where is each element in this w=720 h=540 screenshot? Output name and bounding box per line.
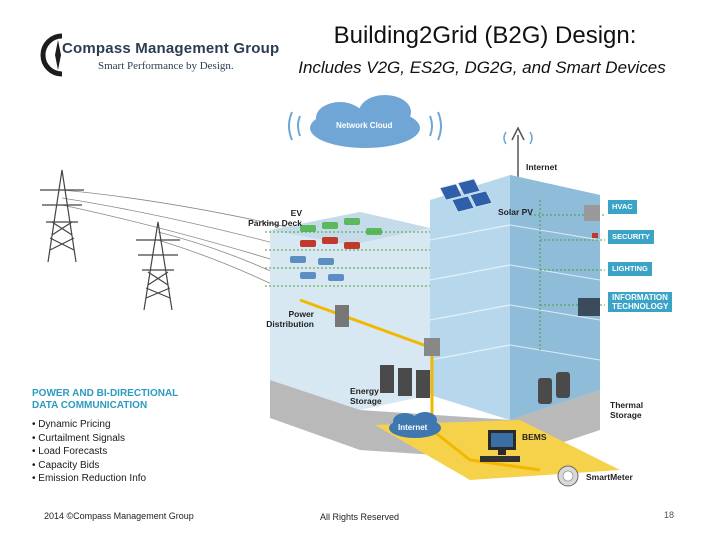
thermal-tank-icon xyxy=(538,372,570,404)
data-links xyxy=(265,200,605,350)
power-distribution-label: Power Distribution xyxy=(266,309,314,329)
solar-pv-label: Solar PV xyxy=(498,207,533,217)
page-title: Building2Grid (B2G) Design: xyxy=(333,22,637,49)
list-item: Emission Reduction Info xyxy=(32,472,146,486)
internet-bottom-label: Internet xyxy=(398,423,428,432)
list-item: Dynamic Pricing xyxy=(32,418,146,432)
transmission-tower-icon xyxy=(136,221,180,311)
antenna-icon xyxy=(503,126,533,185)
tag-hvac: HVAC xyxy=(608,200,637,214)
battery-icon xyxy=(380,365,430,398)
smart-meter-icon xyxy=(557,465,579,487)
tag-information-technology: INFORMATION TECHNOLOGY xyxy=(608,292,673,312)
panel-title: POWER AND BI-DIRECTIONAL DATA COMMUNICAT… xyxy=(32,388,179,411)
smart-meter-label: SmartMeter xyxy=(586,472,633,482)
bems-label: BEMS xyxy=(522,432,547,442)
hvac-unit-icon xyxy=(584,205,600,221)
internet-cloud-icon xyxy=(389,412,441,438)
tag-lighting: LIGHTING xyxy=(608,262,652,276)
server-rack-icon xyxy=(578,298,600,316)
meter-icon xyxy=(424,338,440,356)
solar-panel-icon xyxy=(439,178,493,213)
tag-security: SECURITY xyxy=(608,230,654,244)
compass-logo-icon xyxy=(40,33,63,77)
network-cloud-label: Network Cloud xyxy=(336,121,393,130)
list-item: Curtailment Signals xyxy=(32,432,146,446)
bems-computer-icon xyxy=(480,430,520,462)
security-camera-icon xyxy=(592,233,598,238)
page-number: 18 xyxy=(664,510,675,520)
thermal-storage-label: Thermal Storage xyxy=(610,400,644,420)
transmission-tower-icon xyxy=(40,169,84,263)
ev-parking-label: EV Parking Deck xyxy=(248,208,302,228)
power-lines xyxy=(61,189,301,299)
logo-tagline: Smart Performance by Design. xyxy=(98,60,234,72)
page-subtitle: Includes V2G, ES2G, DG2G, and Smart Devi… xyxy=(298,58,666,77)
power-distribution-box-icon xyxy=(335,305,349,327)
energy-storage-label: Energy Storage xyxy=(350,386,382,406)
logo-name: Compass Management Group xyxy=(62,40,280,57)
list-item: Capacity Bids xyxy=(32,459,146,473)
network-cloud-icon xyxy=(288,95,442,148)
footer-copyright: 2014 ©Compass Management Group xyxy=(44,511,194,521)
panel-bullets: Dynamic Pricing Curtailment Signals Load… xyxy=(32,418,146,486)
list-item: Load Forecasts xyxy=(32,445,146,459)
footer-rights: All Rights Reserved xyxy=(320,512,400,522)
internet-top-label: Internet xyxy=(526,162,558,172)
